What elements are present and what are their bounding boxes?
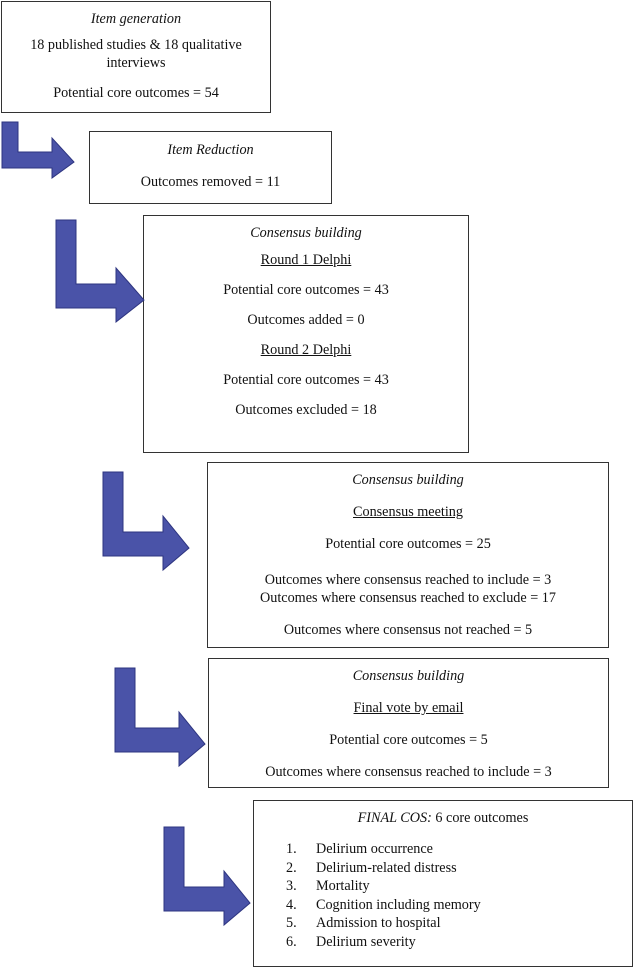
list-item: 6.Delirium severity (286, 933, 416, 950)
round1-outcomes-added: Outcomes added = 0 (247, 312, 365, 328)
item-generation-line3: Potential core outcomes = 54 (53, 85, 219, 101)
final-vote-heading: Final vote by email (353, 700, 464, 716)
list-item: 3.Mortality (286, 878, 370, 895)
item-reduction-box: Item Reduction Outcomes removed = 11 (89, 131, 332, 204)
final-cos-count: 6 core outcomes (431, 810, 529, 826)
item-reduction-title: Item Reduction (167, 142, 254, 158)
consensus-delphi-box: Consensus building Round 1 Delphi Potent… (143, 215, 469, 453)
meeting-exclude: Outcomes where consensus reached to excl… (260, 590, 556, 606)
arrow-to-final-vote-icon (114, 667, 206, 768)
final-vote-potential-outcomes: Potential core outcomes = 5 (329, 732, 488, 748)
consensus-meeting-heading: Consensus meeting (353, 504, 463, 520)
final-outcomes-list: 1.Delirium occurrence 2.Delirium-related… (286, 840, 481, 952)
item-generation-line2: interviews (106, 55, 166, 71)
arrow-to-consensus-delphi-icon (55, 219, 145, 324)
arrow-to-consensus-meeting-icon (102, 471, 190, 572)
round1-delphi-heading: Round 1 Delphi (260, 252, 352, 268)
meeting-not-reached: Outcomes where consensus not reached = 5 (283, 622, 533, 638)
final-vote-box: Consensus building Final vote by email P… (208, 658, 609, 788)
arrow-to-final-cos-icon (163, 826, 251, 927)
list-item: 4.Cognition including memory (286, 896, 481, 913)
final-cos-label: FINAL COS: (357, 810, 432, 826)
item-generation-box: Item generation 18 published studies & 1… (1, 1, 271, 113)
item-reduction-line1: Outcomes removed = 11 (140, 174, 281, 190)
item-generation-line1: 18 published studies & 18 qualitative (30, 37, 242, 53)
round2-delphi-heading: Round 2 Delphi (260, 342, 352, 358)
meeting-include: Outcomes where consensus reached to incl… (264, 572, 552, 588)
final-cos-title: FINAL COS: 6 core outcomes (254, 809, 632, 827)
list-item: 5.Admission to hospital (286, 915, 441, 932)
list-item: 1.Delirium occurrence (286, 841, 433, 857)
consensus-meeting-box: Consensus building Consensus meeting Pot… (207, 462, 609, 648)
meeting-potential-outcomes: Potential core outcomes = 25 (325, 536, 491, 552)
arrow-to-item-reduction-icon (1, 121, 75, 179)
round2-potential-outcomes: Potential core outcomes = 43 (223, 372, 389, 388)
item-generation-title: Item generation (90, 11, 182, 27)
consensus-meeting-title: Consensus building (352, 472, 464, 488)
final-vote-include: Outcomes where consensus reached to incl… (265, 764, 552, 780)
list-item: 2.Delirium-related distress (286, 859, 457, 876)
consensus-delphi-title: Consensus building (250, 225, 362, 241)
round1-potential-outcomes: Potential core outcomes = 43 (223, 282, 389, 298)
final-vote-title: Consensus building (352, 668, 465, 684)
round2-outcomes-excluded: Outcomes excluded = 18 (235, 402, 377, 418)
final-cos-box: FINAL COS: 6 core outcomes (253, 800, 633, 967)
